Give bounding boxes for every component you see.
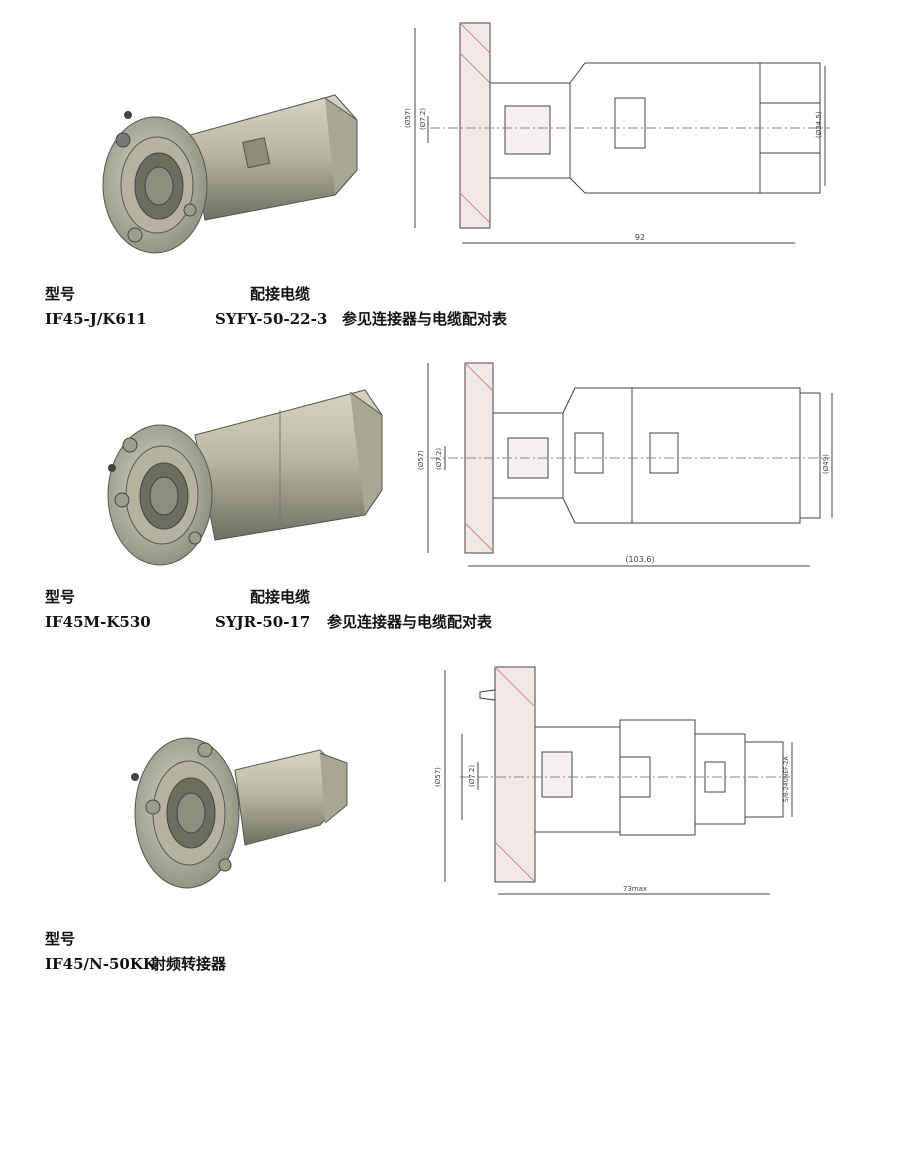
dim-length-3: 73max [623,885,647,893]
cable-type: SYJR-50-17 [215,613,311,631]
cable-heading: 配接电缆 [250,588,311,606]
pairing-note: 参见连接器与电缆配对表 [342,310,508,328]
dim-inner-dia-1: (Ø7.2) [419,108,427,130]
dim-outer-dia-2: (Ø49) [822,454,830,474]
dim-inner-dia-2: (Ø7.2) [435,448,443,470]
dim-length-1: 92 [635,233,645,242]
adapter-3-drawing: 73max (Ø57) (Ø7.2) 5/8-24UNEF-2A [434,666,793,895]
model-number: IF45M-K530 [45,613,151,631]
model-heading: 型号 [45,588,76,606]
product-2-label-values: IF45M-K530 SYJR-50-17 参见连接器与电缆配对表 [45,613,565,631]
pairing-note: 参见连接器与电缆配对表 [327,613,493,631]
adapter-type: 射频转接器 [151,955,227,973]
model-heading: 型号 [45,285,76,303]
connector-1-render [102,94,358,254]
cable-type: SYFY-50-22-3 [215,310,328,328]
product-1-label-values: IF45-J/K611 SYFY-50-22-3 参见连接器与电缆配对表 [45,310,565,328]
dim-length-2: (103.6) [625,555,654,564]
connector-2-render [107,389,383,566]
cable-heading: 配接电缆 [250,285,311,303]
dim-left-dia-3: (Ø57) [434,767,442,787]
connector-2-drawing: (103.6) (Ø57) (Ø7.2) (Ø49) [417,362,833,567]
connector-1-drawing: 92 (Ø57) (Ø7.2) (Ø34.5) [404,22,830,244]
adapter-3-render [131,737,348,889]
product-3-label-values: IF45/N-50KK 射频转接器 [45,955,345,973]
dim-inner-dia-3: (Ø7.2) [468,765,476,787]
product-1-label-heading: 型号 配接电缆 [45,285,545,303]
product-2-label-heading: 型号 配接电缆 [45,588,545,606]
model-heading: 型号 [45,930,76,948]
dim-thread-3: 5/8-24UNEF-2A [783,755,790,802]
product-3-label-heading: 型号 [45,930,245,948]
dim-left-dia-1: (Ø57) [404,108,412,128]
dim-outer-dia-1: (Ø34.5) [815,111,823,138]
dim-left-dia-2: (Ø57) [417,450,425,470]
model-number: IF45/N-50KK [45,955,156,973]
model-number: IF45-J/K611 [45,310,147,328]
